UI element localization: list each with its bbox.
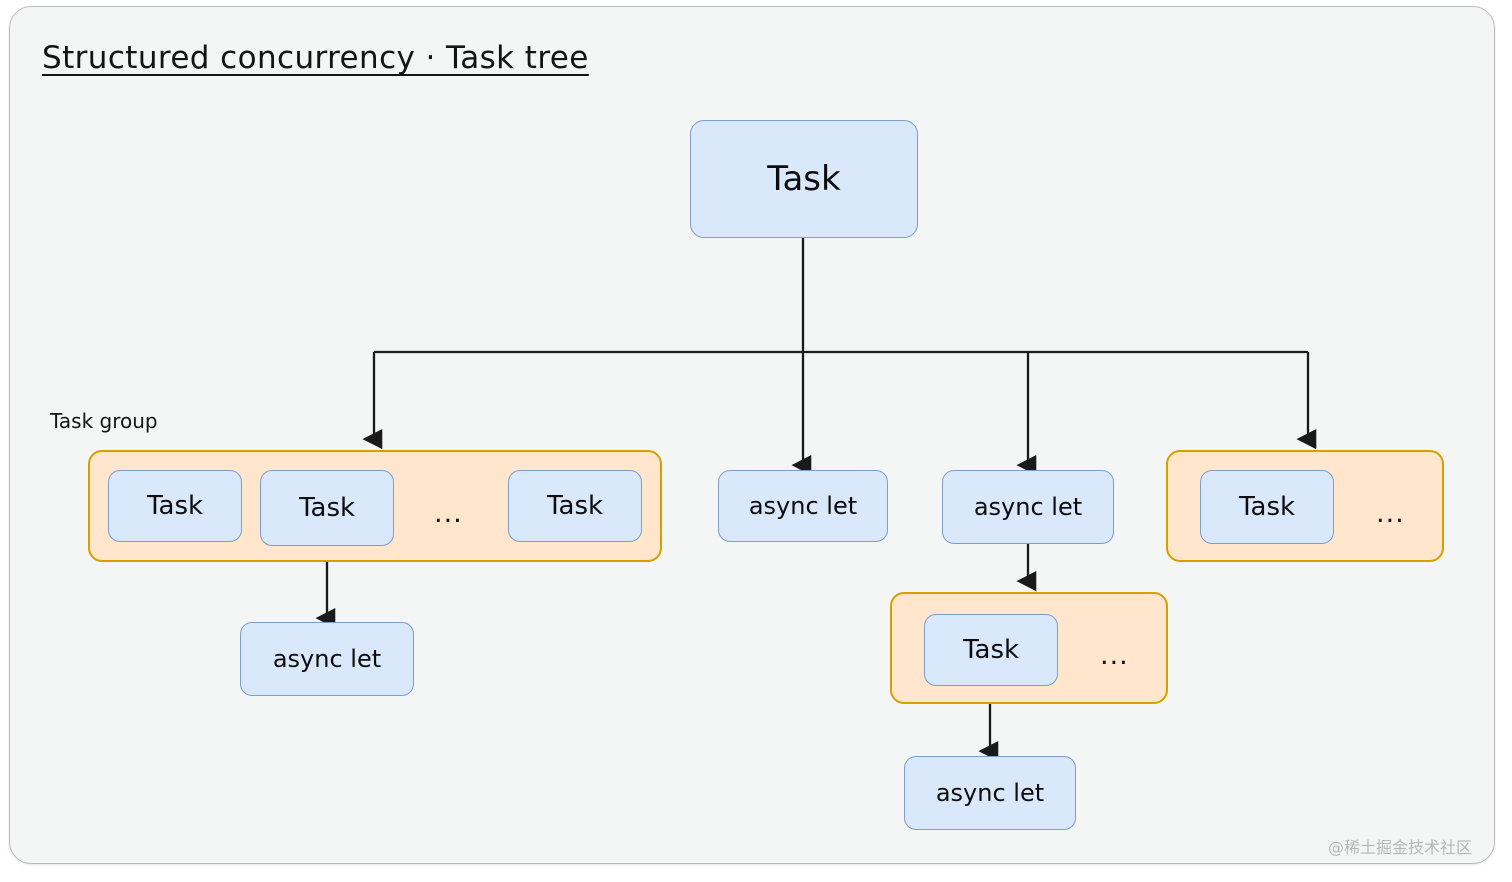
watermark: @稀土掘金技术社区 <box>1327 838 1472 857</box>
node-label: Task <box>767 159 841 199</box>
node-task-left-3[interactable]: Task <box>508 470 642 542</box>
node-task-right-1[interactable]: Task <box>1200 470 1334 544</box>
node-label: async let <box>748 492 858 520</box>
node-label: Task <box>546 491 604 521</box>
node-label: Task <box>298 493 356 523</box>
node-root-task[interactable]: Task <box>690 120 918 238</box>
node-async-let-2[interactable]: async let <box>942 470 1114 544</box>
node-label: Task <box>1238 492 1296 522</box>
ellipsis-nested-group: ... <box>1100 640 1129 671</box>
node-task-left-1[interactable]: Task <box>108 470 242 542</box>
diagram-title: Structured concurrency · Task tree <box>42 40 589 76</box>
node-async-let-left-child[interactable]: async let <box>240 622 414 696</box>
node-label: Task <box>146 491 204 521</box>
node-async-let-bottom[interactable]: async let <box>904 756 1076 830</box>
node-task-nested-1[interactable]: Task <box>924 614 1058 686</box>
ellipsis-left-group: ... <box>434 498 463 529</box>
node-label: async let <box>935 779 1045 807</box>
node-task-left-2[interactable]: Task <box>260 470 394 546</box>
node-label: async let <box>272 645 382 673</box>
node-label: async let <box>973 493 1083 521</box>
node-label: Task <box>962 635 1020 665</box>
task-group-caption: Task group <box>50 409 158 433</box>
ellipsis-right-group: ... <box>1376 498 1405 529</box>
node-async-let-1[interactable]: async let <box>718 470 888 542</box>
